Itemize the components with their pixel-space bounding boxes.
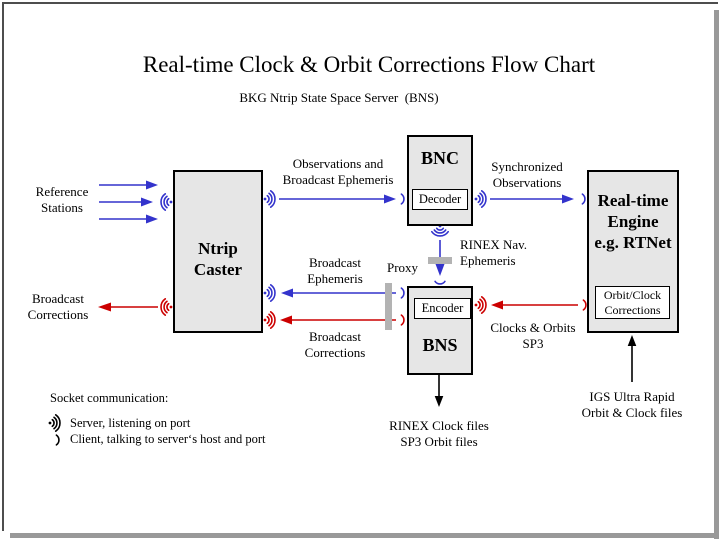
node-label: Ntrip bbox=[198, 239, 238, 258]
client-socket-icon bbox=[582, 299, 587, 311]
arrowhead bbox=[141, 197, 153, 207]
node-label: Engine bbox=[607, 212, 659, 231]
node-label: BNS bbox=[422, 335, 458, 355]
server-socket-icon bbox=[473, 190, 487, 208]
node-bns-encoder: Encoder bbox=[414, 298, 471, 319]
proxy-bar-vertical bbox=[385, 283, 392, 330]
frame-shadow-right bbox=[714, 10, 719, 539]
legend-title: Socket communication: bbox=[50, 391, 169, 405]
client-socket-icon bbox=[434, 280, 446, 285]
client-socket-icon bbox=[400, 287, 405, 299]
arrowhead bbox=[281, 288, 293, 298]
node-bnc-decoder: Decoder bbox=[412, 189, 468, 210]
label-clocks-orbits-sp3: Clocks & Orbits SP3 bbox=[490, 320, 576, 351]
label-broadcast-corrections-left: Broadcast Corrections bbox=[27, 291, 89, 322]
arrowhead bbox=[434, 396, 444, 407]
arrowhead bbox=[280, 315, 292, 325]
arrowhead bbox=[562, 194, 574, 204]
label-broadcast-ephemeris: Broadcast Ephemeris bbox=[307, 255, 363, 286]
node-realtime-engine: Real-time Engine e.g. RTNet Orbit/Clock … bbox=[587, 170, 679, 333]
node-orbit-clock-corrections: Orbit/Clock Corrections bbox=[595, 286, 670, 319]
subbox-label: Orbit/Clock bbox=[603, 288, 662, 302]
client-socket-icon bbox=[55, 434, 60, 446]
page-title: Real-time Clock & Orbit Corrections Flow… bbox=[142, 52, 596, 77]
arrowhead bbox=[491, 300, 503, 310]
arrowhead bbox=[146, 180, 158, 190]
arrowhead bbox=[146, 214, 158, 224]
label-broadcast-corrections-mid: Broadcast Corrections bbox=[304, 329, 366, 360]
node-label: Caster bbox=[193, 260, 243, 279]
server-socket-icon bbox=[160, 193, 174, 211]
frame-border-left bbox=[2, 2, 4, 531]
label-rinex-clock-files: RINEX Clock files SP3 Orbit files bbox=[389, 418, 489, 449]
client-socket-icon bbox=[400, 193, 405, 205]
node-label: BNC bbox=[420, 148, 459, 168]
arrowhead bbox=[435, 264, 445, 276]
label-rinex-nav-ephemeris: RINEX Nav. Ephemeris bbox=[460, 237, 528, 268]
node-label: e.g. RTNet bbox=[594, 233, 672, 252]
server-socket-icon bbox=[430, 223, 450, 237]
client-socket-icon bbox=[581, 193, 586, 205]
label-proxy: Proxy bbox=[387, 260, 419, 275]
node-bnc: BNC Decoder bbox=[407, 135, 473, 226]
server-socket-icon bbox=[262, 190, 276, 208]
frame-shadow-bottom bbox=[10, 533, 719, 538]
server-socket-icon bbox=[160, 297, 174, 317]
client-socket-icon bbox=[400, 314, 405, 326]
legend-server-text: Server, listening on port bbox=[70, 416, 191, 430]
label-observations: Observations and Broadcast Ephemeris bbox=[282, 156, 394, 187]
subbox-label: Corrections bbox=[604, 303, 661, 317]
label-igs-ultra-rapid: IGS Ultra Rapid Orbit & Clock files bbox=[581, 389, 683, 420]
node-ntrip-caster: Ntrip Caster bbox=[173, 170, 263, 333]
legend-client-text: Client, talking to server‘s host and por… bbox=[70, 432, 266, 446]
proxy-bar-horizontal bbox=[428, 257, 452, 264]
page-subtitle: BKG Ntrip State Space Server (BNS) bbox=[239, 90, 439, 105]
arrowhead bbox=[384, 194, 396, 204]
label-synchronized-observations: Synchronized Observations bbox=[491, 159, 563, 190]
label-reference-stations: Reference Stations bbox=[35, 184, 89, 215]
frame-border-top bbox=[2, 2, 718, 4]
node-bns: Encoder BNS bbox=[407, 286, 473, 375]
node-label: Real-time bbox=[597, 191, 669, 210]
server-socket-icon bbox=[47, 413, 61, 433]
arrowhead bbox=[627, 335, 637, 346]
server-socket-icon bbox=[473, 295, 487, 315]
server-socket-icon bbox=[262, 283, 276, 303]
server-socket-icon bbox=[262, 310, 276, 330]
